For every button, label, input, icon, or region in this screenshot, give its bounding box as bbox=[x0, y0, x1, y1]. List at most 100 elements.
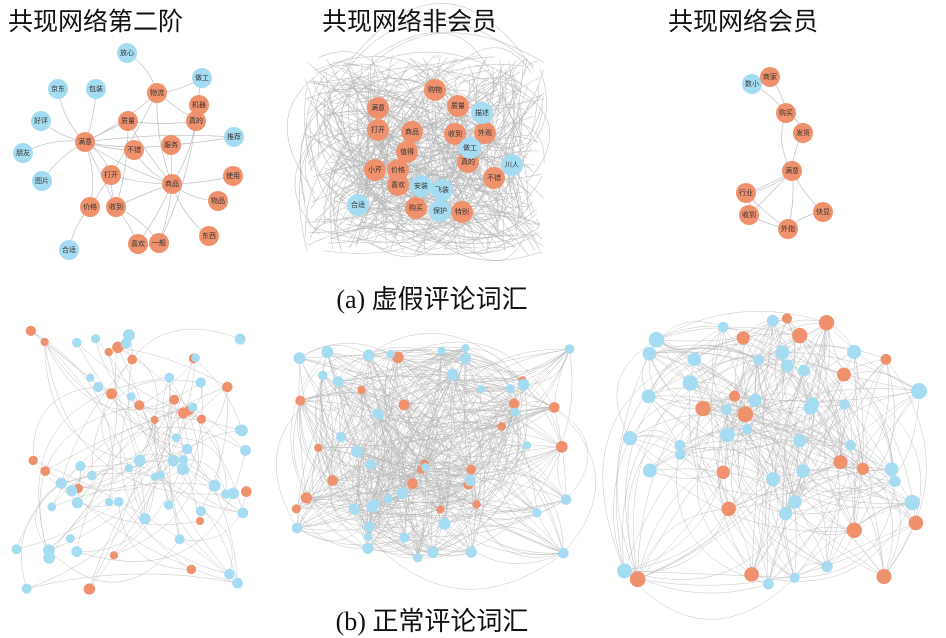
network-node bbox=[174, 534, 185, 545]
network-node bbox=[71, 337, 82, 348]
edge bbox=[44, 341, 174, 462]
edge bbox=[296, 436, 342, 509]
edge bbox=[796, 440, 855, 531]
edge bbox=[89, 407, 193, 590]
node-label: 喜欢 bbox=[391, 180, 405, 189]
edge bbox=[306, 375, 324, 498]
network-node bbox=[365, 459, 376, 470]
edge bbox=[758, 359, 851, 447]
edge bbox=[782, 352, 861, 567]
network-node bbox=[162, 174, 182, 194]
edge bbox=[404, 374, 453, 553]
edge bbox=[452, 374, 564, 554]
edge bbox=[349, 414, 380, 507]
edge bbox=[397, 348, 570, 383]
node-label: 价格 bbox=[83, 202, 97, 211]
edge bbox=[444, 426, 508, 524]
edge bbox=[340, 86, 441, 196]
network-node bbox=[737, 406, 754, 423]
edge bbox=[754, 322, 827, 401]
edge bbox=[417, 484, 469, 558]
network-node bbox=[171, 433, 181, 443]
edge bbox=[315, 375, 418, 558]
edge bbox=[648, 326, 724, 397]
edge bbox=[853, 359, 887, 531]
edge bbox=[624, 414, 747, 572]
edge bbox=[507, 83, 551, 183]
edge bbox=[290, 351, 328, 498]
network-node bbox=[438, 517, 451, 530]
edge bbox=[323, 215, 461, 256]
node-label: 外指 bbox=[781, 224, 795, 233]
edge bbox=[30, 330, 146, 519]
edge bbox=[850, 445, 872, 531]
network-node bbox=[59, 240, 79, 260]
panel1-title: 共现网络第二阶 bbox=[8, 7, 183, 36]
edge bbox=[444, 233, 482, 250]
edge bbox=[401, 493, 433, 553]
edge bbox=[117, 347, 228, 388]
node-label: 图片 bbox=[35, 176, 49, 185]
edge bbox=[794, 481, 896, 579]
network-node bbox=[396, 487, 409, 500]
edge bbox=[457, 75, 472, 89]
edge bbox=[332, 407, 555, 481]
edge bbox=[338, 355, 369, 538]
network-node bbox=[629, 571, 646, 588]
node-label: 打开 bbox=[371, 125, 385, 134]
edge bbox=[487, 217, 502, 250]
edge bbox=[501, 83, 515, 131]
edge bbox=[648, 353, 704, 409]
network-node bbox=[721, 501, 736, 517]
network-node bbox=[40, 466, 51, 476]
edge bbox=[30, 330, 114, 503]
edge bbox=[420, 432, 562, 470]
network-node bbox=[351, 445, 363, 458]
edge bbox=[38, 377, 170, 558]
network-node bbox=[510, 407, 520, 417]
network-node bbox=[847, 344, 862, 360]
node-label: 真的 bbox=[461, 157, 475, 166]
edge bbox=[91, 379, 201, 476]
edge bbox=[322, 375, 477, 505]
edge bbox=[299, 344, 369, 359]
network-node bbox=[839, 399, 850, 410]
node-label: 做工 bbox=[195, 73, 209, 82]
edge bbox=[826, 322, 920, 392]
edge bbox=[84, 134, 235, 143]
edge bbox=[361, 389, 472, 553]
network-node bbox=[182, 443, 193, 455]
network-node bbox=[237, 507, 249, 519]
network-node bbox=[424, 79, 446, 101]
edge bbox=[441, 350, 482, 505]
network-node bbox=[483, 167, 505, 189]
network-node bbox=[889, 475, 901, 487]
network-node bbox=[106, 388, 117, 400]
edge bbox=[743, 337, 842, 463]
network-node bbox=[43, 544, 55, 557]
network-node bbox=[86, 79, 106, 99]
network-node bbox=[464, 474, 476, 487]
network-node bbox=[474, 122, 496, 144]
edge bbox=[424, 358, 466, 464]
edge bbox=[440, 358, 467, 510]
edge bbox=[300, 389, 362, 411]
edge bbox=[412, 69, 535, 105]
edge bbox=[117, 347, 158, 421]
edge bbox=[637, 365, 788, 580]
edge bbox=[356, 382, 482, 452]
network-node bbox=[837, 367, 851, 382]
edge bbox=[751, 481, 895, 575]
edge bbox=[300, 400, 373, 507]
edge bbox=[768, 320, 841, 585]
edge bbox=[89, 419, 155, 590]
network-node bbox=[776, 103, 796, 123]
edge bbox=[21, 483, 62, 589]
edge bbox=[441, 350, 472, 470]
network-node bbox=[429, 200, 451, 222]
network-node bbox=[413, 553, 423, 563]
network-node bbox=[880, 353, 892, 365]
edge bbox=[745, 318, 796, 415]
edge bbox=[306, 101, 331, 138]
